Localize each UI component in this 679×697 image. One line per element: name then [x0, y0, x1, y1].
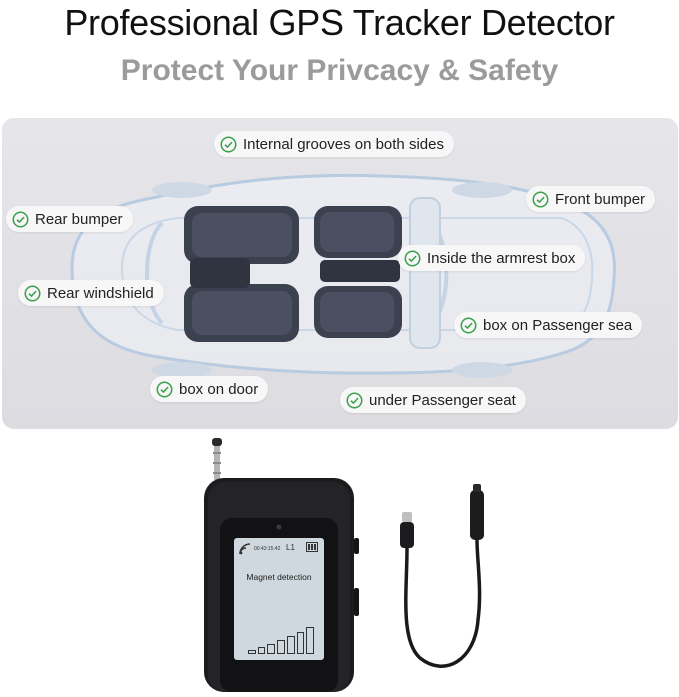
device-screen: 00:43:15:42 L1 Magnet detection: [234, 538, 324, 660]
page-title: Professional GPS Tracker Detector: [64, 2, 615, 43]
location-label: under Passenger seat: [369, 391, 516, 409]
location-label: box on Passenger sea: [483, 316, 633, 334]
signal-bar: [257, 647, 266, 654]
location-label: box on door: [179, 380, 259, 398]
signal-bar: [248, 650, 256, 654]
check-circle-icon: [12, 211, 29, 227]
signal-bars: [248, 626, 314, 654]
location-rear-windshield: Rear windshield: [18, 280, 164, 306]
check-circle-icon: [346, 392, 363, 408]
car-illustration: [70, 173, 617, 378]
signal-icon: [239, 543, 251, 555]
car-illustration-panel: Internal grooves on both sides Front bum…: [2, 118, 678, 429]
location-armrest: Inside the armrest box: [398, 245, 586, 271]
signal-bar: [277, 640, 285, 654]
location-rear-bumper: Rear bumper: [6, 206, 133, 232]
location-label: Internal grooves on both sides: [243, 135, 444, 153]
signal-bar: [286, 636, 295, 654]
check-circle-icon: [532, 191, 549, 207]
signal-bar: [296, 632, 305, 654]
location-grooves: Internal grooves on both sides: [214, 131, 454, 157]
location-front-bumper: Front bumper: [526, 186, 656, 212]
screen-time: 00:43:15:42: [254, 546, 281, 552]
check-circle-icon: [156, 381, 173, 397]
location-label: Rear windshield: [47, 284, 154, 302]
signal-bar: [267, 644, 276, 654]
location-label: Rear bumper: [35, 210, 123, 228]
location-label: Inside the armrest box: [427, 249, 576, 267]
location-passenger-box: box on Passenger sea: [454, 312, 643, 338]
location-under-seat: under Passenger seat: [340, 387, 526, 413]
page-subtitle: Protect Your Privcacy & Safety: [120, 54, 559, 87]
check-circle-icon: [220, 136, 237, 152]
location-label: Front bumper: [555, 190, 646, 208]
location-door: box on door: [150, 376, 269, 402]
screen-channel: L1: [286, 543, 295, 552]
check-circle-icon: [24, 285, 41, 301]
device-body: [204, 438, 359, 692]
check-circle-icon: [404, 250, 421, 266]
check-circle-icon: [460, 317, 477, 333]
usb-c-cable: [400, 484, 484, 668]
gps-detector-device: 00:43:15:42 L1 Magnet detection: [180, 438, 365, 697]
signal-bar: [306, 627, 314, 654]
screen-mode: Magnet detection: [246, 572, 312, 582]
battery-icon: [306, 542, 318, 552]
